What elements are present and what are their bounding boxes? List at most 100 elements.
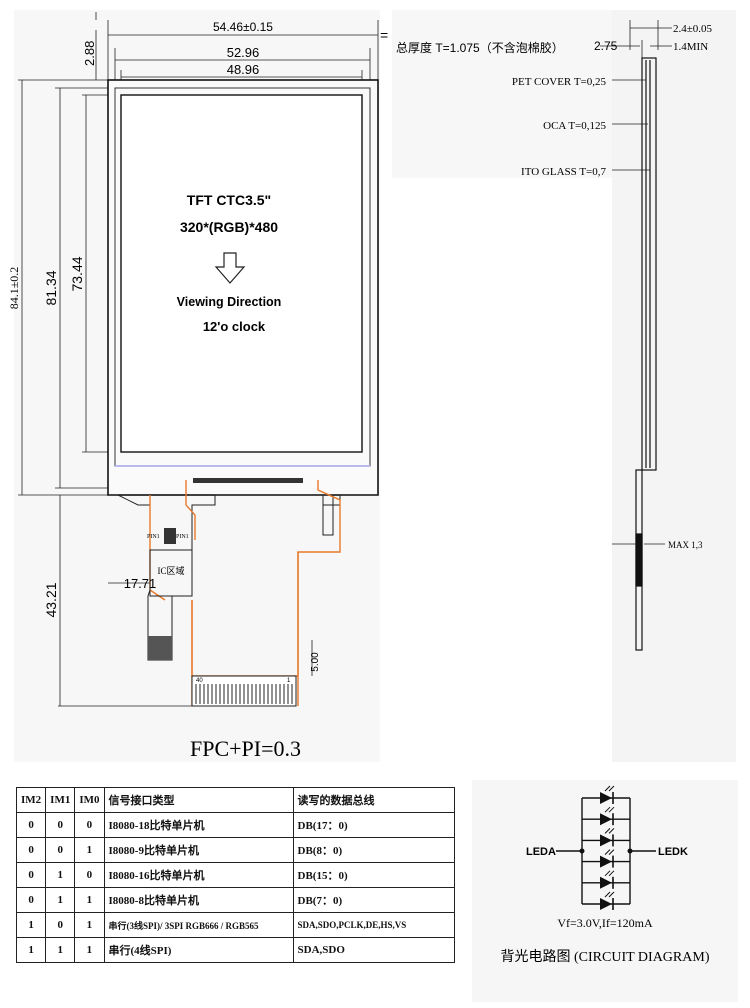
table-cell: DB(17：0) [292,812,455,838]
side-view-paper [612,10,736,762]
ic-chip [164,528,176,544]
table-row: 0 1 1 I8080-8比特单片机 DB(7：0) [15,887,455,913]
equals-mark: = [380,27,388,43]
table-cell: 0 [45,912,76,938]
interface-mode-table: IM2 IM1 IM0 信号接口类型 读写的数据总线 0 0 0 I8080-1… [15,787,455,963]
active-area [120,94,363,453]
pin1-left-label: PIN1 [147,534,160,540]
panel-title: TFT CTC3.5" [187,192,271,208]
gold-finger-lines [195,684,293,704]
led-diode-icon [582,828,630,847]
table-cell: DB(15：0) [292,862,455,888]
table-cell: SDA,SDO,PCLK,DE,HS,VS [292,912,455,938]
side-dim-lines [600,20,672,545]
max-thickness-label: MAX 1,3 [668,540,703,550]
table-cell: DB(8：0) [292,837,455,863]
table-cell: 0 [15,812,47,838]
side-view-drawing: = 总厚度 T=1.075（不含泡棉胶） 2.75 2.4±0.05 1.4MI… [380,10,736,762]
ledk-label: LEDK [658,846,688,858]
table-cell: 1 [74,887,105,913]
top-dimension-lines [95,12,379,95]
dim-total-height: 84.1±0.2 [7,267,21,310]
ito-glass-label: ITO GLASS T=0,7 [521,166,606,178]
dim-fpc-height: 43.21 [43,582,59,617]
table-cell: 1 [74,937,105,963]
table-cell: 1 [45,887,76,913]
table-header-row: IM2 IM1 IM0 信号接口类型 读写的数据总线 [15,787,455,813]
oca-label: OCA T=0,125 [543,120,606,132]
pet-cover-label: PET COVER T=0,25 [512,76,607,88]
table-cell: 0 [45,837,76,863]
dim-inner-width: 48.96 [227,62,260,77]
table-header: 信号接口类型 [103,787,294,813]
left-dimension-lines [18,30,195,707]
table-cell: DB(7：0) [292,887,455,913]
table-row: 0 0 0 I8080-18比特单片机 DB(17：0) [15,812,455,838]
circuit-paper [472,780,738,1002]
table-cell: 1 [15,937,47,963]
table-cell: 0 [74,812,105,838]
table-cell: 1 [45,862,76,888]
pin1-label: 1 [287,678,291,684]
table-cell: 0 [15,862,47,888]
table-header: 读写的数据总线 [292,787,455,813]
table-cell: I8080-18比特单片机 [103,812,294,838]
ic-area-box [149,549,193,597]
dim-outer-width: 54.46±0.15 [213,20,273,34]
dim-2-75: 2.75 [594,39,618,53]
backlight-circuit-diagram: LEDA LEDK Vf=3.0V,If=120mA 背光电路图 (CIRCUI… [472,780,738,1002]
viewing-direction-value: 12'o clock [203,319,266,334]
table-row: 1 0 1 串行(3线SPI)/ 3SPI RGB666 / RGB565 SD… [15,912,455,938]
connector-bar [193,478,303,483]
stiffener-pad [148,636,172,660]
total-thickness-note: 总厚度 T=1.075（不含泡棉胶） [396,40,564,55]
circuit-spec: Vf=3.0V,If=120mA [557,916,653,930]
dim-top-gap: 2.88 [82,41,97,66]
viewing-direction-label: Viewing Direction [177,295,282,309]
pin1-right-label: PIN1 [176,534,189,540]
table-header: IM1 [45,787,76,813]
table-cell: 串行(4线SPI) [103,937,294,963]
led-diode-icon [582,785,630,804]
ledk-node [627,848,633,854]
pin40-label: 40 [196,678,203,684]
led-diode-icon [582,870,630,889]
dim-ic-offset: 17.71 [124,576,157,591]
table-cell: 1 [74,837,105,863]
table-cell: 1 [15,912,47,938]
dim-mid-width: 52.96 [227,45,260,60]
dim-inner-height: 73.44 [69,256,85,291]
dim-2-4: 2.4±0.05 [673,23,713,35]
circuit-caption: 背光电路图 (CIRCUIT DIAGRAM) [501,949,710,965]
table-cell: 1 [45,937,76,963]
table-cell: 1 [74,912,105,938]
leda-node [579,848,585,854]
fpc-thickness-note: FPC+PI=0.3 [190,736,301,761]
leda-label: LEDA [526,846,556,858]
led-diode-icon [582,849,630,868]
table-cell: I8080-8比特单片机 [103,887,294,913]
table-header: IM0 [74,787,105,813]
table-cell: 0 [45,812,76,838]
side-notes-paper [392,10,612,178]
table-row: 0 0 1 I8080-9比特单片机 DB(8：0) [15,837,455,863]
dim-1-4: 1.4MIN [673,41,708,53]
ic-area-label: IC区域 [157,565,184,576]
table-cell: 0 [15,837,47,863]
led-diode-icon [582,806,630,826]
table-cell: 0 [74,862,105,888]
panel-resolution: 320*(RGB)*480 [180,219,278,235]
led-diode-icon [582,891,630,910]
dim-mid-height: 81.34 [43,270,59,305]
table-row: 0 1 0 I8080-16比特单片机 DB(15：0) [15,862,455,888]
table-cell: 0 [15,887,47,913]
table-cell: I8080-9比特单片机 [103,837,294,863]
table-cell: I8080-16比特单片机 [103,862,294,888]
table-header: IM2 [15,787,47,813]
table-row: 1 1 1 串行(4线SPI) SDA,SDO [15,937,455,963]
front-view-drawing: 54.46±0.15 52.96 48.96 2.88 84.1±0.2 81.… [7,10,380,762]
led-string [582,785,630,910]
down-arrow-icon [214,252,246,284]
dim-fpc-pitch: 5.00 [310,652,321,672]
side-stack [635,57,657,651]
